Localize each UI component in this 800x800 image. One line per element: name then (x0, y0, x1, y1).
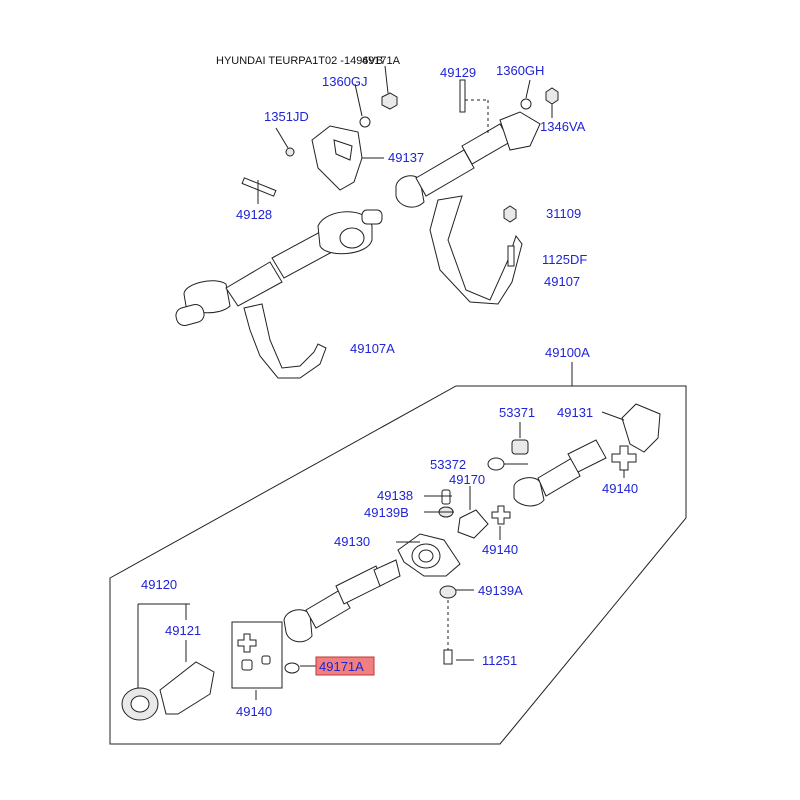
label-49121[interactable]: 49121 (165, 623, 201, 638)
nut-53371[interactable] (511, 439, 529, 455)
label-1125df[interactable]: 1125DF (542, 252, 587, 267)
bolt-11251[interactable] (443, 649, 453, 665)
label-49170[interactable]: 49170 (449, 472, 485, 487)
nut-1346vb[interactable] (381, 92, 398, 110)
label-49140-kit[interactable]: 49140 (236, 704, 272, 719)
label-53372[interactable]: 53372 (430, 457, 466, 472)
clip-49140-kit[interactable] (261, 655, 271, 665)
label-49171a[interactable]: 49171A (319, 659, 364, 674)
nut-1346va[interactable] (545, 87, 559, 105)
upper-front-shaft[interactable] (174, 209, 383, 327)
nut-31109[interactable] (503, 205, 517, 223)
yoke-49170[interactable] (457, 509, 489, 539)
label-49120[interactable]: 49120 (141, 577, 177, 592)
upper-assembly (174, 65, 559, 379)
strap-49107[interactable] (429, 195, 523, 305)
cross-49140-top[interactable] (611, 445, 637, 471)
kit-box-49140 (231, 621, 283, 689)
washer-53372[interactable] (487, 457, 505, 471)
label-49107a[interactable]: 49107A (350, 341, 395, 356)
label-49139b[interactable]: 49139B (364, 505, 409, 520)
ring-49171a[interactable] (284, 662, 300, 674)
pin-49138[interactable] (441, 489, 451, 505)
label-31109[interactable]: 31109 (546, 206, 581, 221)
label-49100a[interactable]: 49100A (545, 345, 590, 360)
part-labels: 1360GJ 49129 1360GH 1346VA 1351JD 49137 … (141, 63, 638, 719)
label-49140-top[interactable]: 49140 (602, 481, 638, 496)
label-49130[interactable]: 49130 (334, 534, 370, 549)
diagram-title: HYUNDAI TEURPA1T02 -1496VB (216, 55, 383, 67)
bracket-49137[interactable] (311, 125, 363, 191)
label-49107[interactable]: 49107 (544, 274, 580, 289)
highlight-49171a (315, 656, 375, 676)
lower-front-shaft[interactable] (283, 559, 401, 643)
label-1360gj[interactable]: 1360GJ (322, 74, 368, 89)
label-49137[interactable]: 49137 (388, 150, 424, 165)
nut-1351jd[interactable] (285, 147, 295, 157)
label-49128[interactable]: 49128 (236, 207, 272, 222)
bolt-49128[interactable] (241, 177, 277, 197)
label-49131[interactable]: 49131 (557, 405, 593, 420)
assembly-box-49100a (109, 385, 687, 745)
upper-rear-shaft[interactable] (395, 99, 541, 208)
washer-1360gh[interactable] (520, 98, 532, 110)
label-1360gh[interactable]: 1360GH (496, 63, 544, 78)
label-11251[interactable]: 11251 (482, 653, 517, 668)
diagram-title-overlap: 49171A (362, 55, 401, 67)
label-49138[interactable]: 49138 (377, 488, 413, 503)
label-1351jd[interactable]: 1351JD (264, 109, 309, 124)
label-49140-mid[interactable]: 49140 (482, 542, 518, 557)
cap-49140-kit[interactable] (241, 659, 253, 671)
label-49139a[interactable]: 49139A (478, 583, 523, 598)
label-1346va[interactable]: 1346VA (540, 119, 586, 134)
cross-49140-mid[interactable] (491, 505, 511, 525)
cross-49140-kit[interactable] (237, 633, 257, 653)
bushing-49139a[interactable] (439, 585, 457, 599)
label-49129[interactable]: 49129 (440, 65, 476, 80)
washer-1360gj[interactable] (359, 116, 371, 128)
lower-assembly (121, 403, 661, 721)
bolt-1125df[interactable] (507, 245, 515, 267)
strap-49107a[interactable] (243, 303, 327, 379)
label-53371[interactable]: 53371 (499, 405, 535, 420)
bolt-49129[interactable] (459, 79, 466, 113)
yoke-49121[interactable] (159, 661, 215, 715)
flange-49131[interactable] (621, 403, 661, 453)
center-bearing-49130[interactable] (397, 533, 461, 577)
lower-rear-shaft[interactable] (513, 439, 607, 507)
